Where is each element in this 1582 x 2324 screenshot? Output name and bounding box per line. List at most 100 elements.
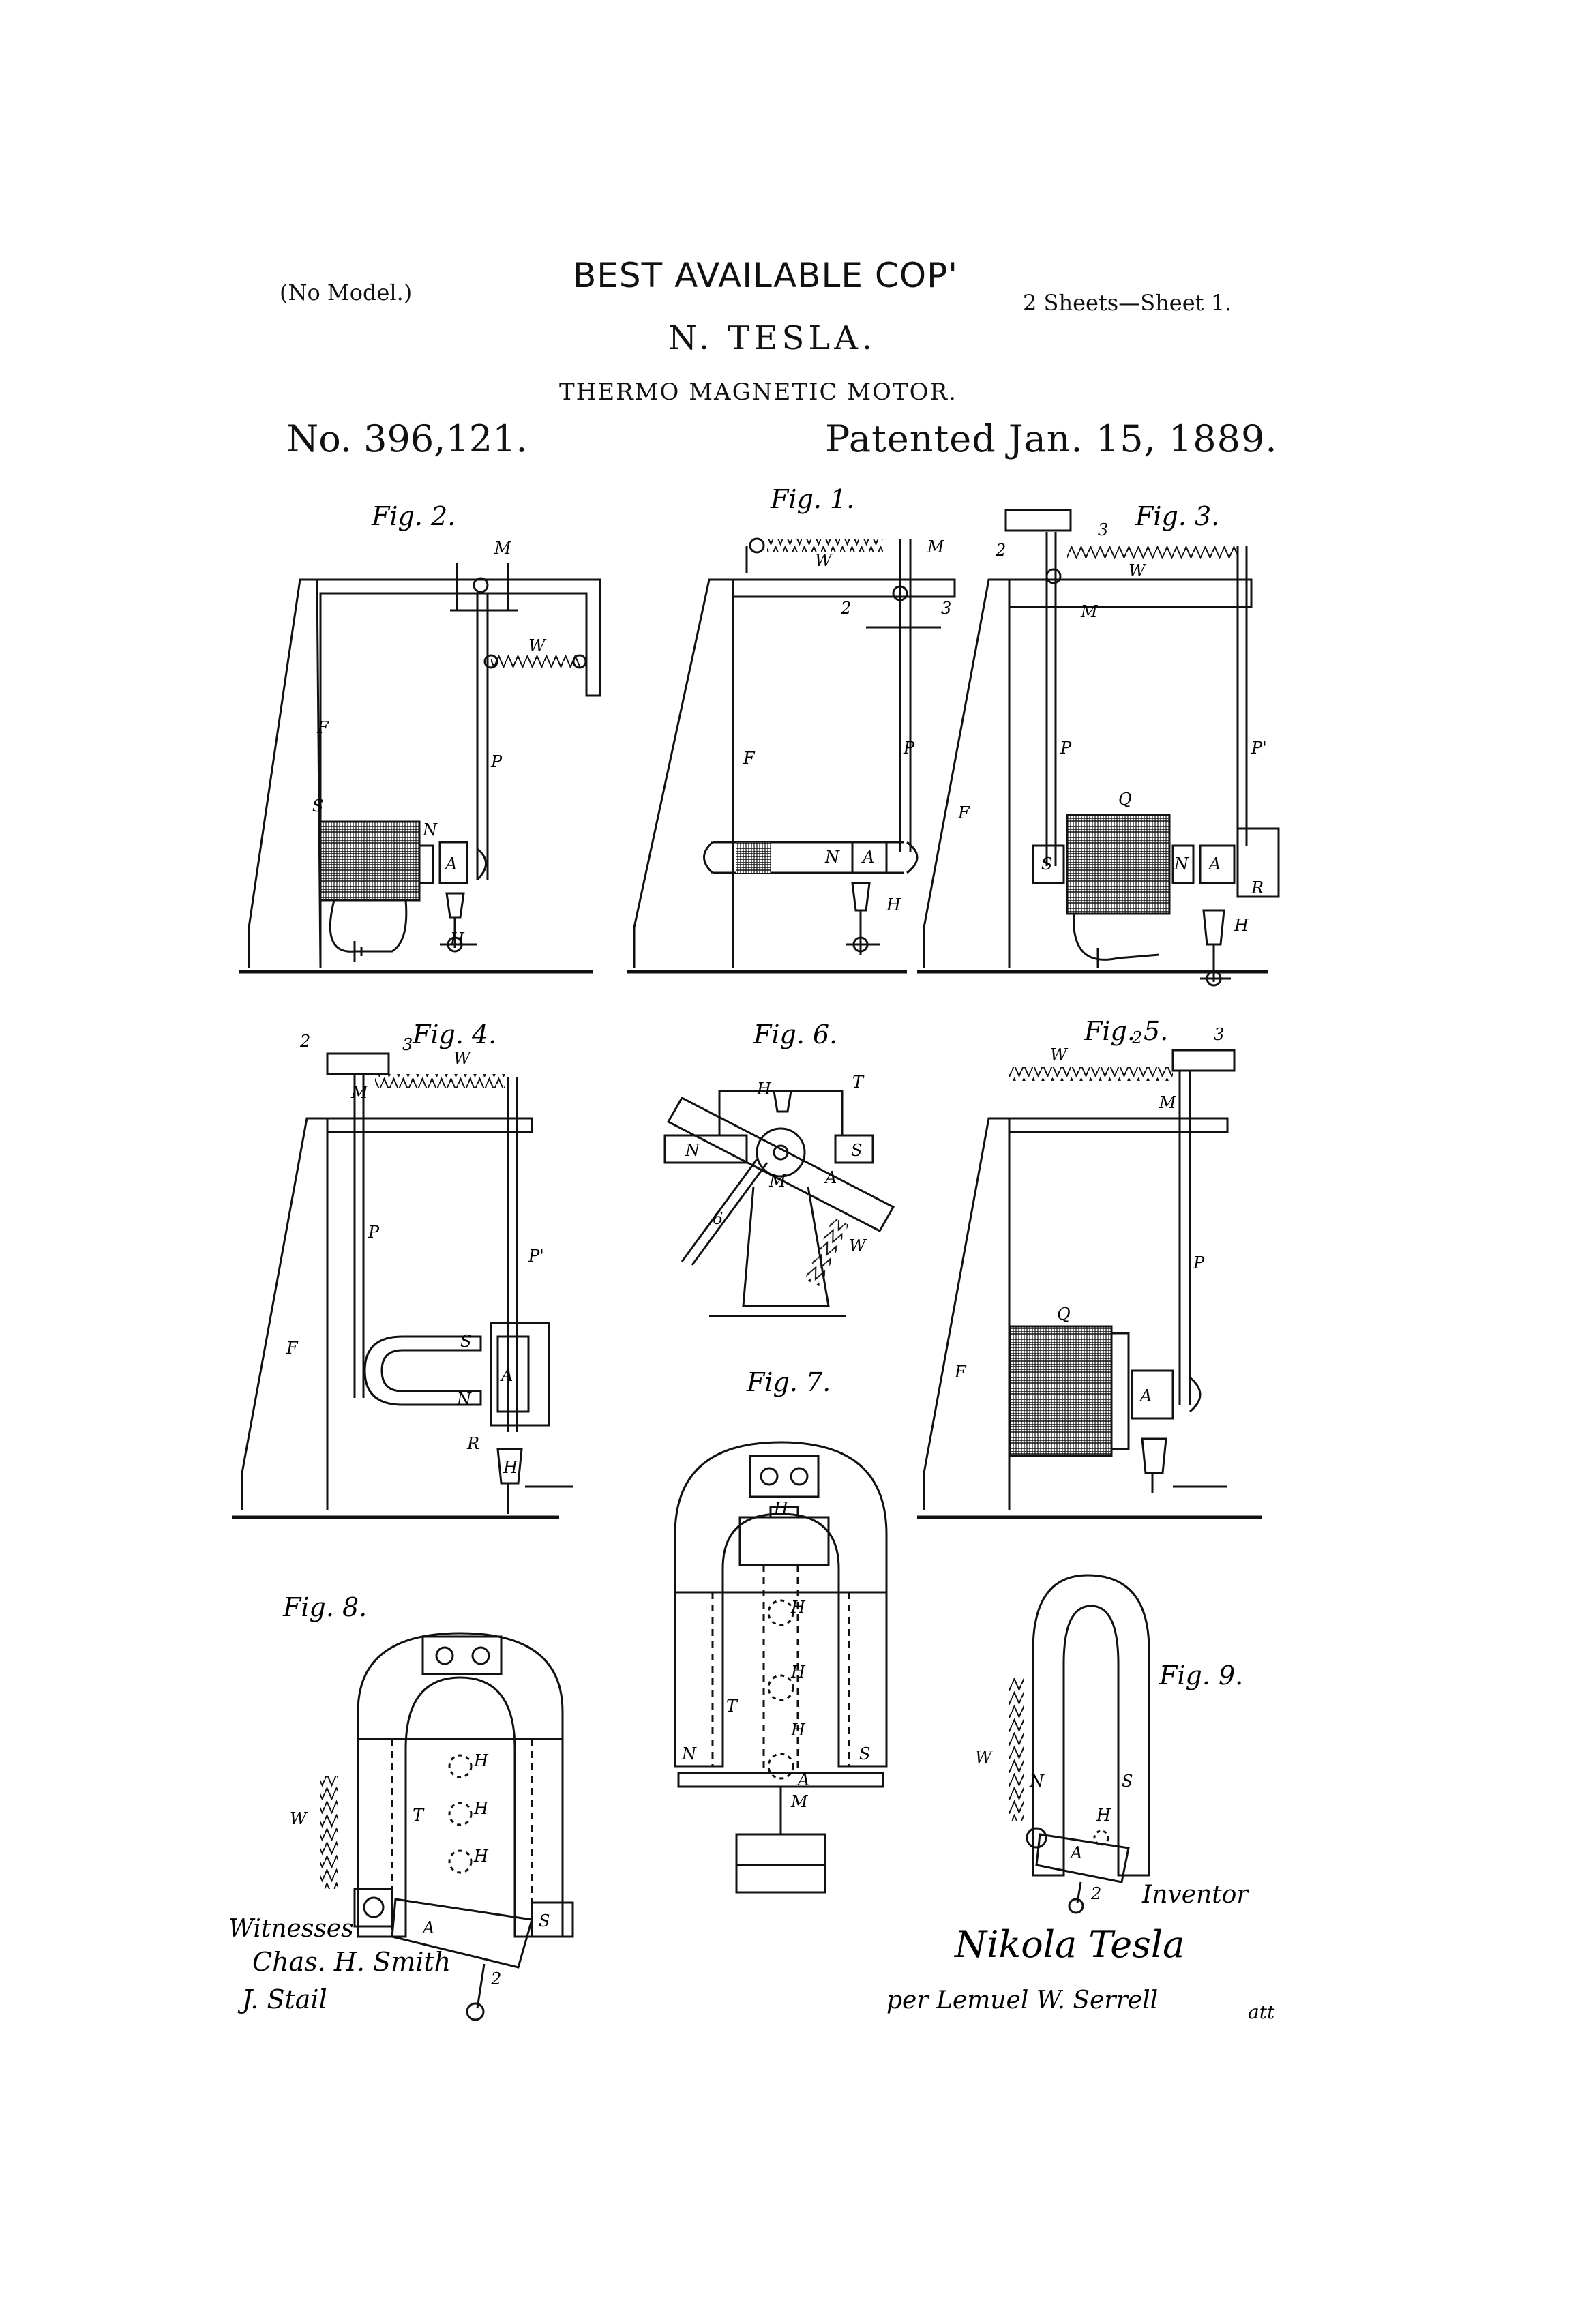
patent-number: No. 396,121.: [286, 417, 528, 460]
letter-W: W: [528, 636, 547, 655]
letter-W: W: [1129, 561, 1147, 580]
letter-A: A: [824, 1168, 837, 1187]
letter-P: P: [368, 1223, 380, 1242]
sheets-label: 2 Sheets—Sheet 1.: [1023, 290, 1232, 316]
figure-labels: Fig. 2. Fig. 1. Fig. 3. Fig. 4. Fig. 6. …: [282, 484, 1243, 1690]
letter-N: N: [456, 1390, 472, 1409]
letter-A: A: [1069, 1843, 1082, 1862]
letter-N: N: [824, 848, 840, 867]
letter-6: 6: [713, 1209, 723, 1228]
letter-W: W: [290, 1809, 308, 1828]
fig-8-label: Fig. 8.: [282, 1592, 367, 1622]
letter-A: A: [861, 848, 874, 867]
fig-3-label: Fig. 3.: [1135, 501, 1219, 531]
letter-F: F: [957, 803, 970, 822]
letter-M: M: [768, 1172, 787, 1191]
letter-S: S: [851, 1141, 862, 1160]
no-model-label: (No Model.): [280, 280, 413, 306]
letter-N: N: [685, 1141, 700, 1160]
letter-H: H: [503, 1458, 518, 1477]
letter-S: S: [312, 796, 323, 816]
letter-H: H: [773, 1499, 789, 1518]
letter-W: W: [1050, 1045, 1069, 1064]
letter-F: F: [316, 718, 329, 737]
fig-9-label: Fig. 9.: [1159, 1660, 1243, 1690]
letter-P: P: [1060, 739, 1072, 758]
letter-R: R: [1251, 878, 1264, 897]
letter-2: 2: [1131, 1028, 1142, 1047]
letter-W: W: [975, 1748, 994, 1767]
letter-M: M: [927, 537, 945, 556]
fig-2-label: Fig. 2.: [371, 501, 456, 531]
figure-5: [917, 1049, 1262, 1519]
inventor-signature: Nikola Tesla: [953, 1923, 1184, 1966]
figure-6: [663, 1090, 895, 1317]
letter-Q: Q: [1118, 790, 1132, 809]
letter-F: F: [743, 749, 756, 768]
figure-8: [320, 1632, 574, 2021]
reference-letters: M W F P S N A H M W 2 3 F P N A H 2 3 W …: [286, 520, 1267, 1988]
figure-2: [239, 563, 601, 974]
best-available-copy-stamp: BEST AVAILABLE COP': [573, 256, 959, 295]
letter-M: M: [1080, 602, 1099, 621]
witness-1-signature: Chas. H. Smith: [252, 1947, 451, 1977]
letter-H: H: [756, 1079, 772, 1099]
letter-A: A: [1139, 1386, 1152, 1405]
figure-1: [627, 537, 956, 974]
letter-P: P: [490, 752, 503, 771]
letter-S: S: [460, 1332, 471, 1351]
letter-F: F: [286, 1339, 299, 1358]
letter-F: F: [954, 1362, 967, 1382]
letter-T: T: [413, 1806, 425, 1825]
letter-H: H: [790, 1663, 806, 1682]
letter-M: M: [350, 1083, 369, 1102]
signature-block: Witnesses Chas. H. Smith J. Stail Invent…: [228, 1881, 1275, 2023]
figure-7: [674, 1441, 888, 1894]
letter-M: M: [494, 539, 512, 558]
letter-3: 3: [1214, 1025, 1224, 1044]
letter-2: 2: [995, 541, 1006, 560]
letter-T: T: [726, 1697, 738, 1716]
letter-W: W: [453, 1049, 472, 1068]
letter-A: A: [421, 1918, 434, 1937]
letter-N: N: [1174, 854, 1189, 874]
patent-date: Patented Jan. 15, 1889.: [825, 417, 1278, 460]
letter-P1: P': [1251, 739, 1267, 758]
fig-4-label: Fig. 4.: [412, 1019, 496, 1049]
letter-S: S: [859, 1744, 870, 1763]
fig-6-label: Fig. 6.: [753, 1019, 837, 1049]
letter-H: H: [790, 1598, 806, 1617]
figure-4: [232, 1052, 573, 1519]
letter-H: H: [790, 1720, 806, 1740]
letter-P: P: [903, 739, 915, 758]
letter-A: A: [1208, 854, 1221, 874]
letter-S: S: [1122, 1772, 1133, 1791]
letter-H: H: [886, 895, 901, 914]
inventor-name-title: N. TESLA.: [668, 319, 877, 357]
letter-P1: P': [528, 1247, 544, 1266]
letter-M: M: [1159, 1093, 1177, 1112]
letter-H: H: [1096, 1806, 1111, 1825]
patent-title: THERMO MAGNETIC MOTOR.: [559, 378, 957, 406]
letter-H: H: [473, 1847, 489, 1866]
letter-2: 2: [490, 1969, 501, 1988]
letter-3: 3: [941, 599, 951, 618]
witnesses-label: Witnesses: [228, 1915, 354, 1943]
letter-N: N: [1029, 1772, 1045, 1791]
letter-R: R: [466, 1434, 479, 1453]
letter-W: W: [815, 551, 833, 570]
letter-N: N: [422, 820, 438, 839]
letter-S: S: [1041, 854, 1052, 874]
letter-Q: Q: [1057, 1305, 1071, 1324]
letter-H: H: [473, 1799, 489, 1818]
letter-H: H: [473, 1751, 489, 1770]
attorney-signature: per Lemuel W. Serrell: [886, 1986, 1158, 2014]
letter-A: A: [500, 1366, 513, 1385]
letter-A: A: [796, 1770, 809, 1789]
letter-S: S: [539, 1911, 550, 1931]
letter-2: 2: [840, 599, 851, 618]
letter-H: H: [1234, 916, 1249, 935]
figure-9: [1009, 1574, 1150, 1914]
witness-2-signature: J. Stail: [237, 1984, 327, 2014]
